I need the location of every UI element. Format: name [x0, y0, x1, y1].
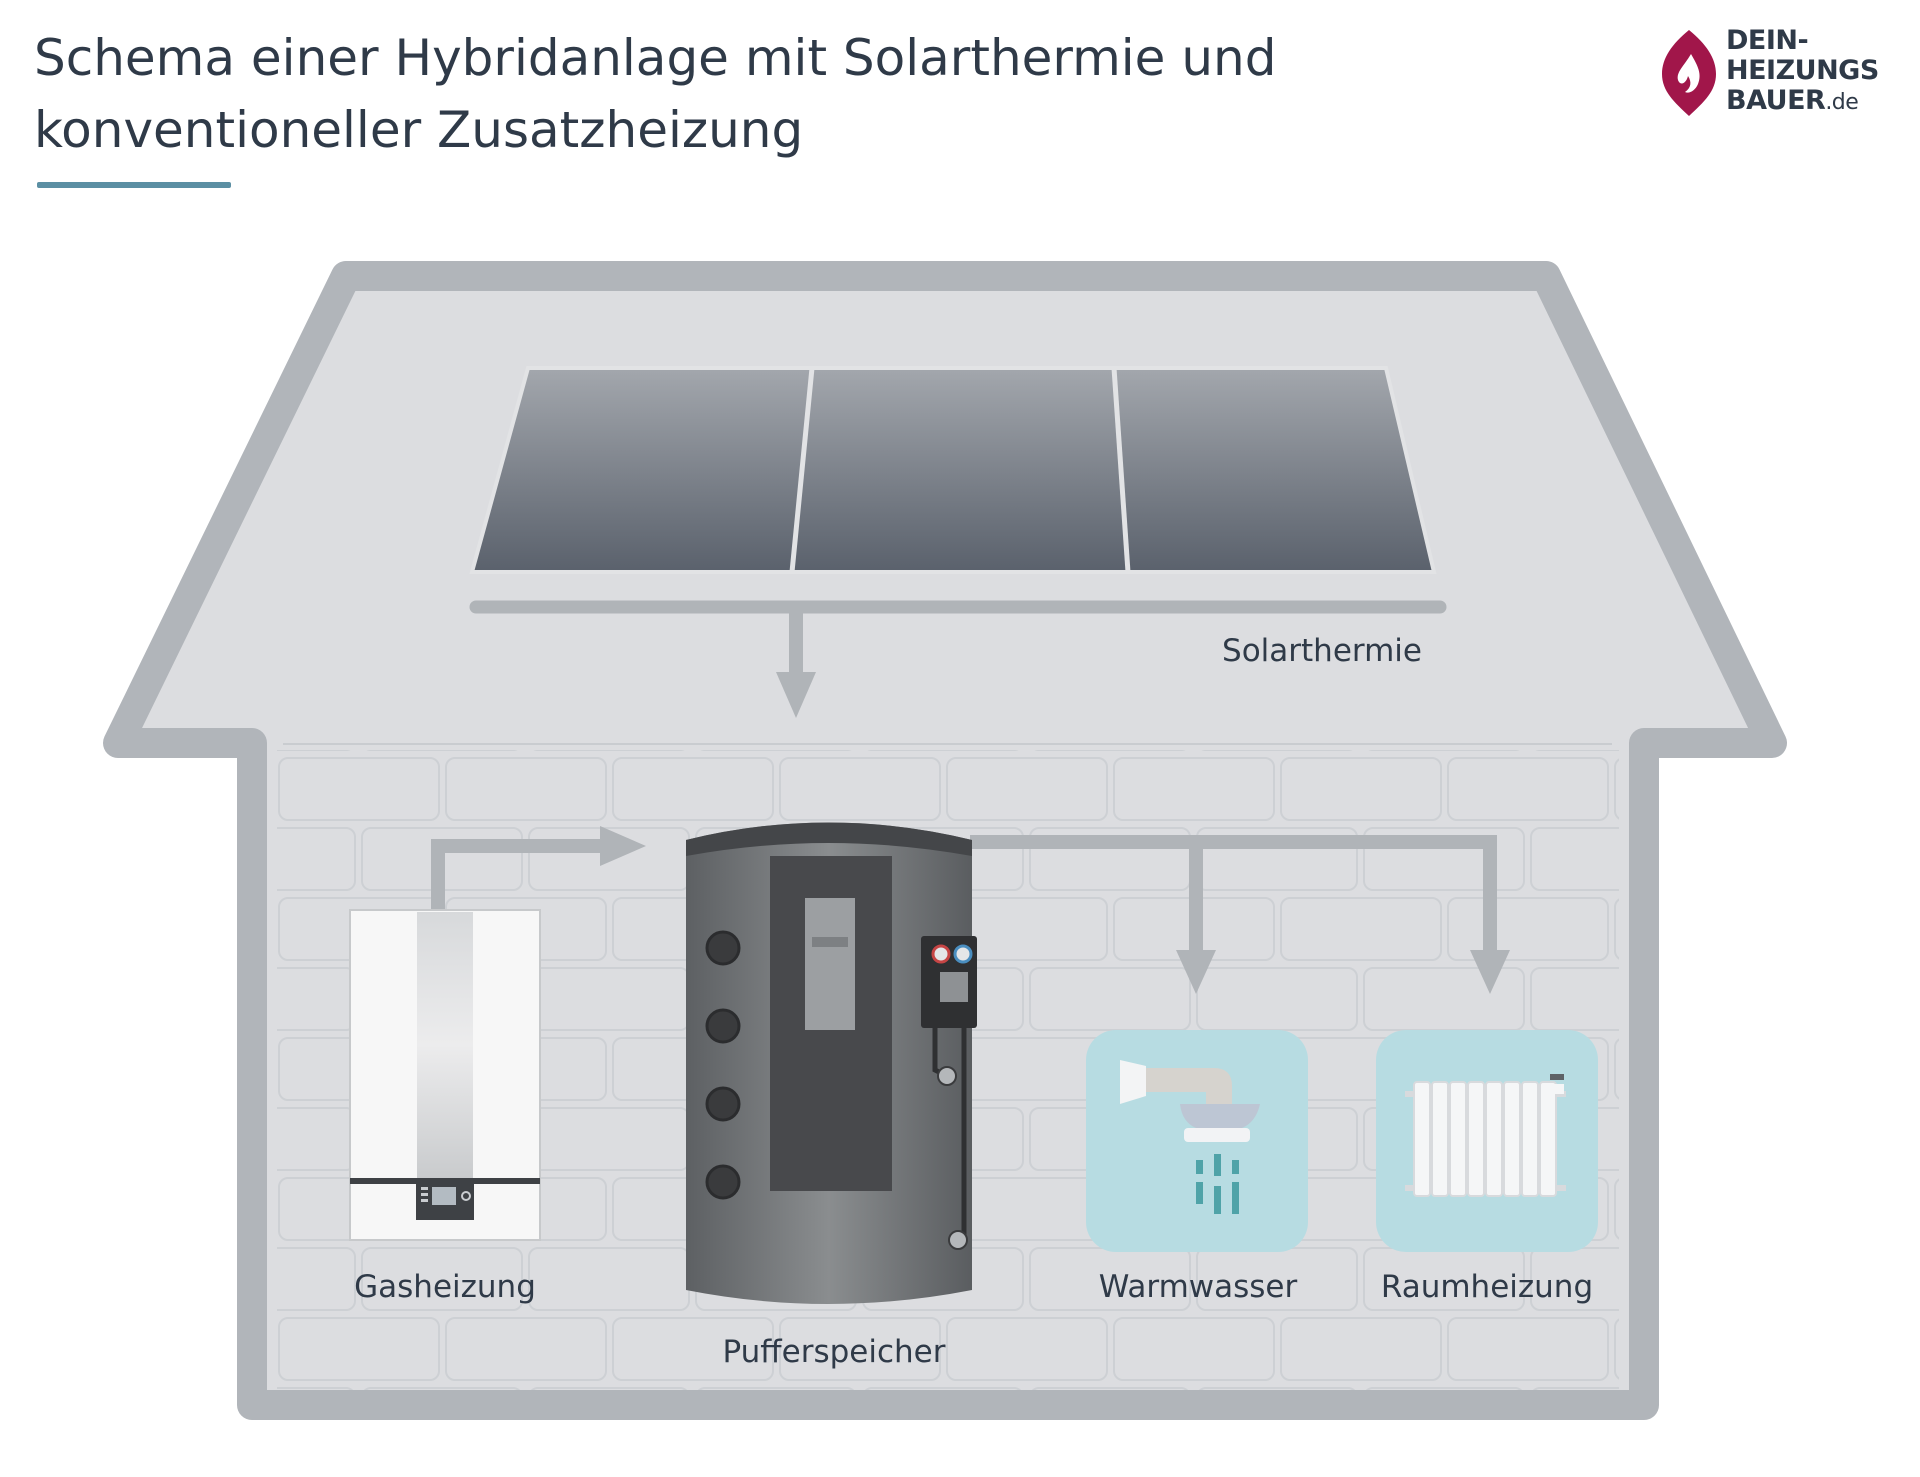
logo-line-2: HEIZUNGS [1726, 55, 1879, 86]
logo-suffix: .de [1825, 90, 1859, 115]
arrow-down-icon [1470, 950, 1510, 994]
buffer-to-heating-pipe [970, 835, 1497, 952]
solar-panel-divider-2 [1111, 367, 1131, 573]
radiator-icon [1376, 1030, 1598, 1252]
arrow-down-icon [776, 672, 816, 718]
logo-line-1: DEIN- [1726, 25, 1809, 56]
arrow-down-icon [1176, 950, 1216, 994]
boiler-stripe [417, 912, 473, 1178]
tank-control-unit [805, 898, 855, 1030]
logo-text: DEIN- HEIZUNGS BAUER.de [1726, 26, 1879, 118]
solar-panel-array [469, 366, 1437, 574]
label-solarthermie: Solarthermie [1222, 633, 1422, 669]
buffer-tank-icon [686, 822, 977, 1304]
label-raumheizung: Raumheizung [1381, 1269, 1593, 1305]
flame-drop-icon [1662, 30, 1716, 116]
title-line-2: konventioneller Zusatzheizung [34, 101, 804, 159]
tank-top [686, 822, 972, 856]
gauge-blue [953, 944, 973, 964]
tank-ports [705, 930, 741, 1200]
arrow-right-icon [600, 826, 646, 866]
brand-logo: DEIN- HEIZUNGS BAUER.de [1658, 22, 1898, 122]
logo-line-3: BAUER [1726, 85, 1826, 116]
arrows [600, 672, 1510, 994]
solar-panel-divider-1 [789, 367, 815, 573]
solar-panel-icon [469, 366, 1447, 614]
shower-icon [1086, 1030, 1308, 1252]
boiler-display [432, 1187, 456, 1205]
label-pufferspeicher: Pufferspeicher [723, 1334, 946, 1370]
gauge-red [931, 944, 951, 964]
label-gasheizung: Gasheizung [354, 1269, 536, 1305]
gas-boiler-icon [349, 909, 541, 1241]
gas-to-buffer-pipe [431, 839, 604, 910]
title-line-1: Schema einer Hybridanlage mit Solartherm… [34, 29, 1277, 87]
pipes [431, 612, 1497, 952]
title-underline [37, 182, 231, 188]
water-drops [1196, 1154, 1239, 1214]
label-warmwasser: Warmwasser [1099, 1269, 1298, 1305]
page-title: Schema einer Hybridanlage mit Solartherm… [34, 22, 1494, 166]
